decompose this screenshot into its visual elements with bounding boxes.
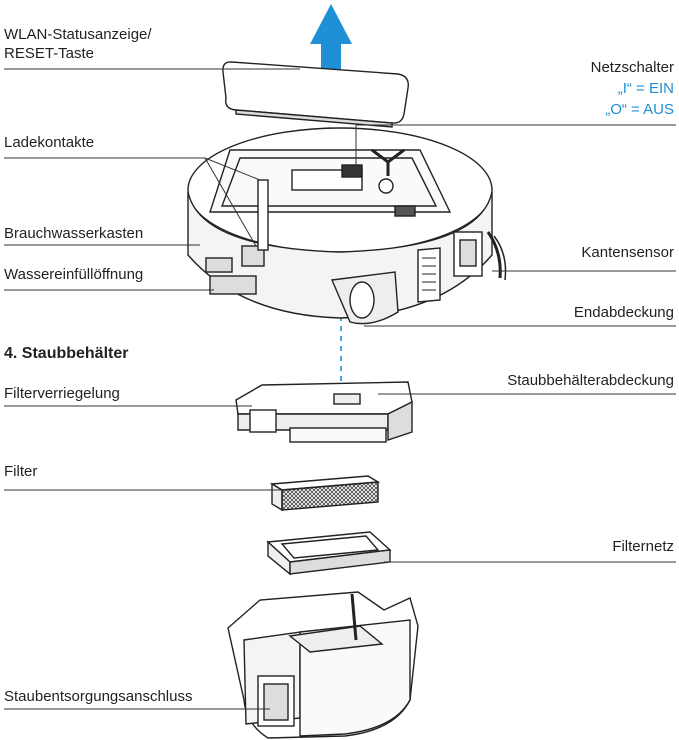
label-filter: Filter [4, 463, 38, 480]
robot-body [187, 127, 507, 325]
label-ladekontakte: Ladekontakte [4, 134, 95, 151]
wlan-lid-cover [222, 61, 409, 128]
label-wlan-line2: RESET-Taste [4, 45, 95, 62]
label-staubbehaelterabdeckung: Staubbehälterabdeckung [507, 372, 674, 389]
label-filterverriegelung: Filterverriegelung [4, 385, 120, 402]
label-aus: „O“ = AUS [605, 101, 674, 118]
label-wlan-line1: WLAN-Statusanzeige/ [4, 26, 152, 43]
leader-ladekontakte [4, 157, 261, 247]
leader-netzschalter [355, 124, 676, 166]
label-ein: „I“ = EIN [617, 80, 674, 97]
section-heading: 4. Staubbehälter [4, 345, 129, 362]
label-brauchwasserkasten: Brauchwasserkasten [4, 225, 144, 242]
label-endabdeckung: Endabdeckung [573, 304, 674, 321]
lift-up-arrow-icon [310, 4, 352, 82]
label-staubentsorgung: Staubentsorgungsanschluss [4, 688, 193, 705]
label-filternetz: Filternetz [612, 538, 674, 555]
label-netzschalter: Netzschalter [590, 59, 674, 76]
leader-lines [4, 68, 676, 710]
dust-bin-cover [235, 381, 413, 443]
dust-container-part [227, 591, 419, 739]
label-kantensensor: Kantensensor [581, 244, 674, 261]
filter-net-part [266, 531, 392, 576]
filter-part [269, 475, 381, 512]
label-wassereinfuell: Wassereinfüllöffnung [4, 266, 144, 283]
